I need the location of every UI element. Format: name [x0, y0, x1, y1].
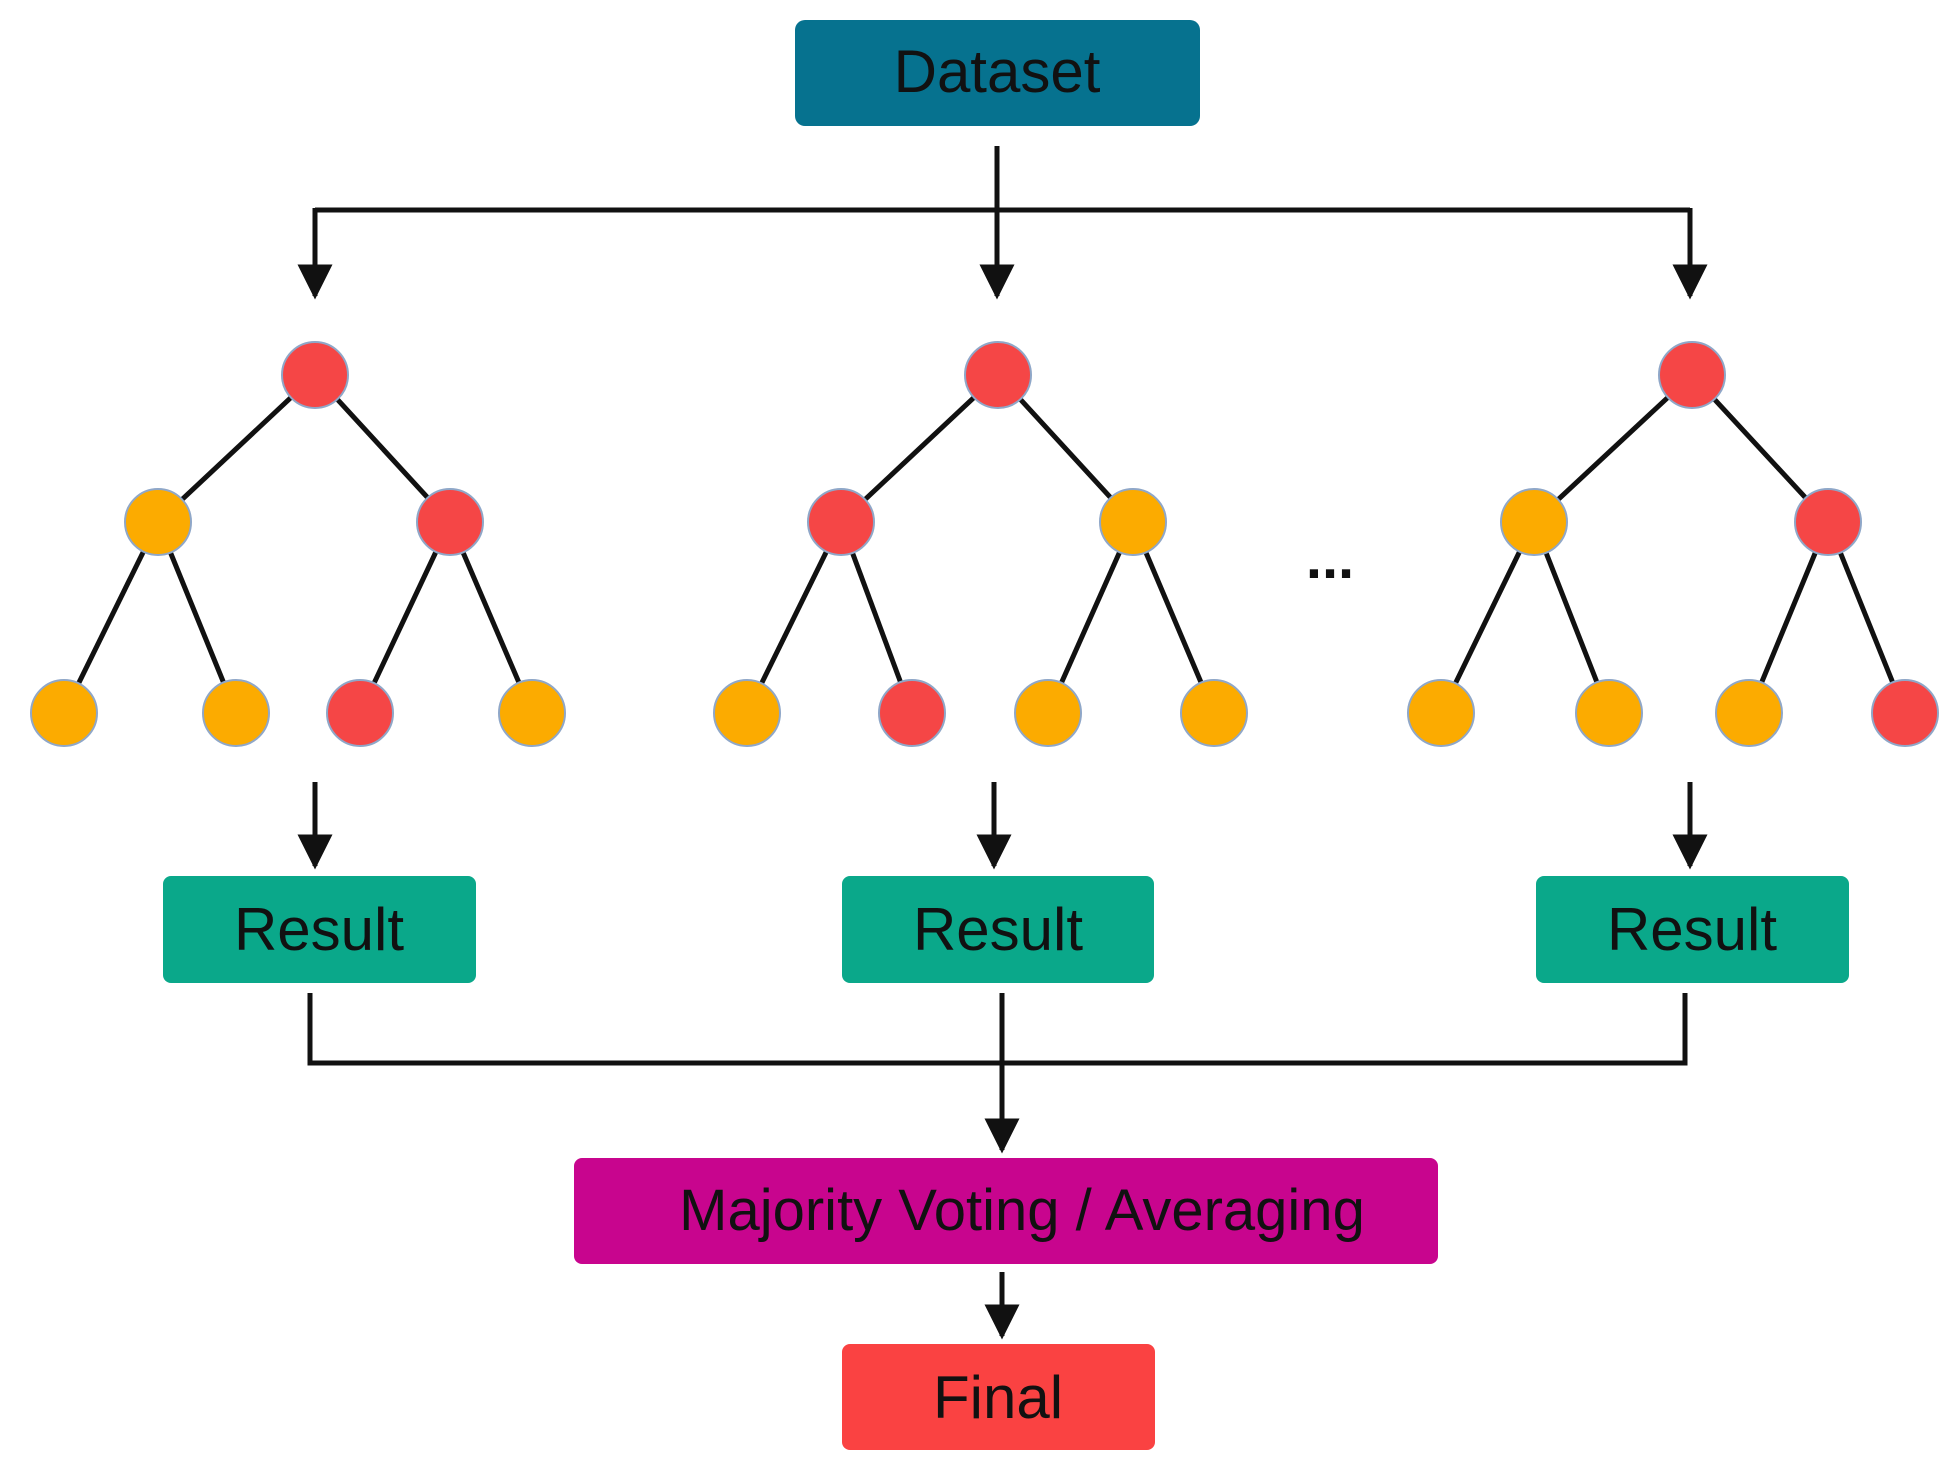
- final-node: Final: [842, 1344, 1155, 1450]
- tree-1-node-red: [326, 679, 394, 747]
- tree-3-edge: [1531, 521, 1612, 714]
- tree-1-edge: [155, 521, 239, 714]
- aggregation-box: [574, 1158, 1438, 1264]
- dataset-distribution-connectors: [297, 146, 1708, 300]
- tree-2-node-orange: [1014, 679, 1082, 747]
- tree-1-node-orange: [498, 679, 566, 747]
- tree-3-edge: [1532, 373, 1694, 524]
- dataset-node: Dataset: [795, 20, 1200, 126]
- tree-to-result-arrows: [297, 782, 1708, 870]
- tree-2: [713, 341, 1248, 747]
- tree-3-edge: [1746, 521, 1831, 714]
- result-node-3: Result: [1536, 876, 1849, 983]
- tree-3-node-red: [1871, 679, 1939, 747]
- result-box-1: [163, 876, 476, 983]
- result-label-1: Result: [234, 896, 404, 963]
- result-label-3: Result: [1607, 896, 1777, 963]
- tree-1-edge: [61, 520, 161, 715]
- tree-1-edge: [156, 373, 317, 524]
- tree-2-node-red: [964, 341, 1032, 409]
- result-node-2: Result: [842, 876, 1154, 983]
- tree-1-node-orange: [124, 488, 192, 556]
- tree-2-node-red: [807, 488, 875, 556]
- tree-3-node-orange: [1407, 679, 1475, 747]
- results-merge-connectors: [307, 993, 1688, 1154]
- tree-3-node-red: [1658, 341, 1726, 409]
- tree-3-node-red: [1794, 488, 1862, 556]
- tree-2-node-orange: [713, 679, 781, 747]
- tree-2-node-orange: [1099, 488, 1167, 556]
- tree-1: [30, 341, 566, 747]
- aggregation-node: Majority Voting / Averaging: [574, 1158, 1438, 1264]
- result-node-1: Result: [163, 876, 476, 983]
- tree-1-node-red: [416, 488, 484, 556]
- tree-2-node-red: [878, 679, 946, 747]
- tree-3-node-orange: [1715, 679, 1783, 747]
- final-label: Final: [933, 1364, 1063, 1431]
- tree-1-node-orange: [202, 679, 270, 747]
- tree-1-edge: [357, 520, 453, 715]
- tree-2-edge: [744, 520, 844, 715]
- tree-2-edge: [839, 373, 1000, 524]
- tree-3: [1407, 341, 1939, 747]
- tree-1-node-red: [281, 341, 349, 409]
- aggregation-label: Majority Voting / Averaging: [679, 1178, 1365, 1243]
- tree-3-edge: [1825, 521, 1908, 714]
- dataset-label: Dataset: [894, 38, 1101, 105]
- tree-2-edge: [1045, 520, 1136, 715]
- dataset-box: [795, 20, 1200, 126]
- result-box-3: [1536, 876, 1849, 983]
- tree-2-node-orange: [1180, 679, 1248, 747]
- final-box: [842, 1344, 1155, 1450]
- tree-1-node-orange: [30, 679, 98, 747]
- results-merge-bar: [307, 993, 1688, 1066]
- tree-2-edge: [1130, 521, 1217, 714]
- result-label-2: Result: [913, 896, 1083, 963]
- trees-layer: [30, 341, 1939, 747]
- tree-3-node-orange: [1500, 488, 1568, 556]
- tree-3-edge: [1438, 520, 1537, 715]
- tree-3-node-orange: [1575, 679, 1643, 747]
- tree-1-edge: [447, 521, 535, 714]
- result-box-2: [842, 876, 1154, 983]
- ellipsis-label: ...: [1306, 526, 1354, 591]
